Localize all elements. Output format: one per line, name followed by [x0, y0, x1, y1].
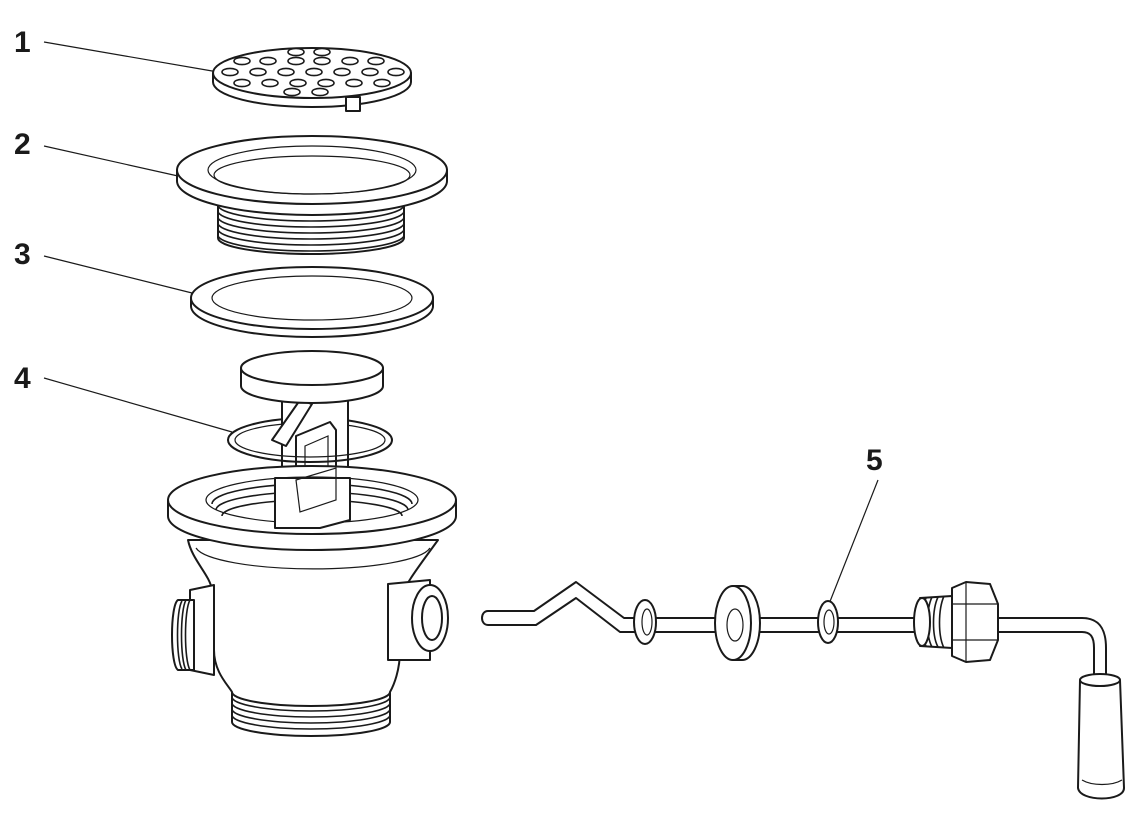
strainer-hole: [249, 67, 267, 77]
strainer-hole: [287, 56, 305, 66]
strainer-hole: [289, 78, 307, 88]
strainer-hole: [233, 78, 251, 88]
strainer-hole: [287, 47, 305, 57]
strainer-hole: [341, 56, 359, 66]
lever-rod: [481, 581, 1107, 681]
callout-label-5: 5: [866, 444, 883, 477]
callout-2: 2: [14, 128, 179, 177]
leader-line-4: [43, 377, 233, 433]
strainer-plate: [212, 47, 412, 112]
strainer-hole: [283, 87, 301, 97]
strainer-hole: [311, 87, 329, 97]
strainer-hole: [333, 67, 351, 77]
strainer-hole: [373, 78, 391, 88]
leader-line-2: [43, 145, 179, 177]
strainer-hole: [305, 67, 323, 77]
strainer-hole: [387, 67, 405, 77]
callout-label-3: 3: [14, 238, 31, 271]
callout-3: 3: [14, 238, 197, 295]
callout-1: 1: [14, 26, 219, 73]
callout-4: 4: [14, 362, 233, 433]
hex-nut: [951, 581, 999, 663]
lever-handle: [1077, 673, 1125, 800]
flange-threads: [217, 204, 405, 252]
bushing-collar: [714, 585, 761, 661]
callout-label-2: 2: [14, 128, 31, 161]
leader-line-5: [828, 479, 879, 605]
callout-label-1: 1: [14, 26, 31, 59]
strainer-hole: [317, 78, 335, 88]
strainer-hole: [313, 47, 331, 57]
leader-line-1: [43, 41, 219, 73]
threaded-flange: [176, 135, 448, 255]
circlip: [633, 599, 657, 645]
strainer-hole: [345, 78, 363, 88]
drain-body: [167, 465, 457, 737]
strainer-tab: [345, 96, 361, 112]
small-washer: [817, 600, 839, 644]
strainer-hole: [233, 56, 251, 66]
stem-inside-body: [274, 477, 351, 529]
strainer-hole: [261, 78, 279, 88]
threaded-gland: [913, 595, 953, 649]
callout-label-4: 4: [14, 362, 31, 395]
strainer-hole: [221, 67, 239, 77]
strainer-hole: [277, 67, 295, 77]
strainer-hole: [361, 67, 379, 77]
strainer-hole: [259, 56, 277, 66]
gasket-ring: [190, 266, 434, 338]
strainer-hole: [313, 56, 331, 66]
leader-line-3: [43, 255, 197, 295]
strainer-hole: [367, 56, 385, 66]
bottom-threads: [231, 696, 391, 730]
side-threads: [176, 599, 191, 671]
strainer-holes: [221, 47, 405, 97]
lever-rod-assembly: [481, 581, 1125, 800]
callout-5: 5: [828, 444, 883, 605]
o-ring-front: [227, 439, 393, 463]
